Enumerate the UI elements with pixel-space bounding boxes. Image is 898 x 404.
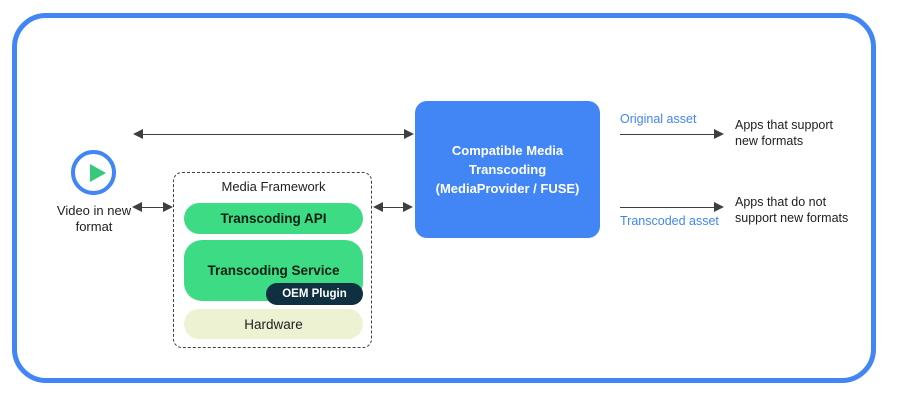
connector-video-to-framework — [139, 207, 167, 208]
media-framework-container: Media Framework Transcoding API Transcod… — [173, 172, 372, 348]
arrowhead-left-icon — [133, 129, 143, 139]
node-compatible-media-transcoding: Compatible Media Transcoding (MediaProvi… — [415, 101, 600, 238]
connector-cmt-to-apps-not-support — [620, 207, 718, 208]
layer-hardware: Hardware — [184, 309, 363, 339]
arrowhead-right-icon — [403, 202, 413, 212]
connector-cmt-to-apps-support — [620, 134, 718, 135]
label-apps-that-support: Apps that support new formats — [735, 118, 833, 148]
arrowhead-right-icon — [714, 202, 724, 212]
arrowhead-left-icon — [132, 202, 142, 212]
play-triangle-icon — [90, 164, 106, 182]
arrowhead-left-icon — [373, 202, 383, 212]
arrowhead-right-icon — [163, 202, 173, 212]
layer-transcoding-api: Transcoding API — [184, 203, 363, 234]
media-framework-title: Media Framework — [221, 179, 326, 194]
connector-framework-to-cmt — [380, 207, 407, 208]
arrowhead-right-icon — [714, 129, 724, 139]
label-original-asset: Original asset — [620, 112, 697, 126]
connector-video-to-cmt — [140, 134, 412, 135]
video-source-caption: Video in new format — [56, 203, 132, 234]
label-transcoded-asset: Transcoded asset — [620, 214, 719, 228]
label-apps-that-do-not-support: Apps that do not support new formats — [735, 195, 849, 225]
badge-oem-plugin: OEM Plugin — [266, 283, 363, 305]
arrowhead-right-icon — [404, 129, 414, 139]
play-circle-icon — [71, 150, 116, 195]
